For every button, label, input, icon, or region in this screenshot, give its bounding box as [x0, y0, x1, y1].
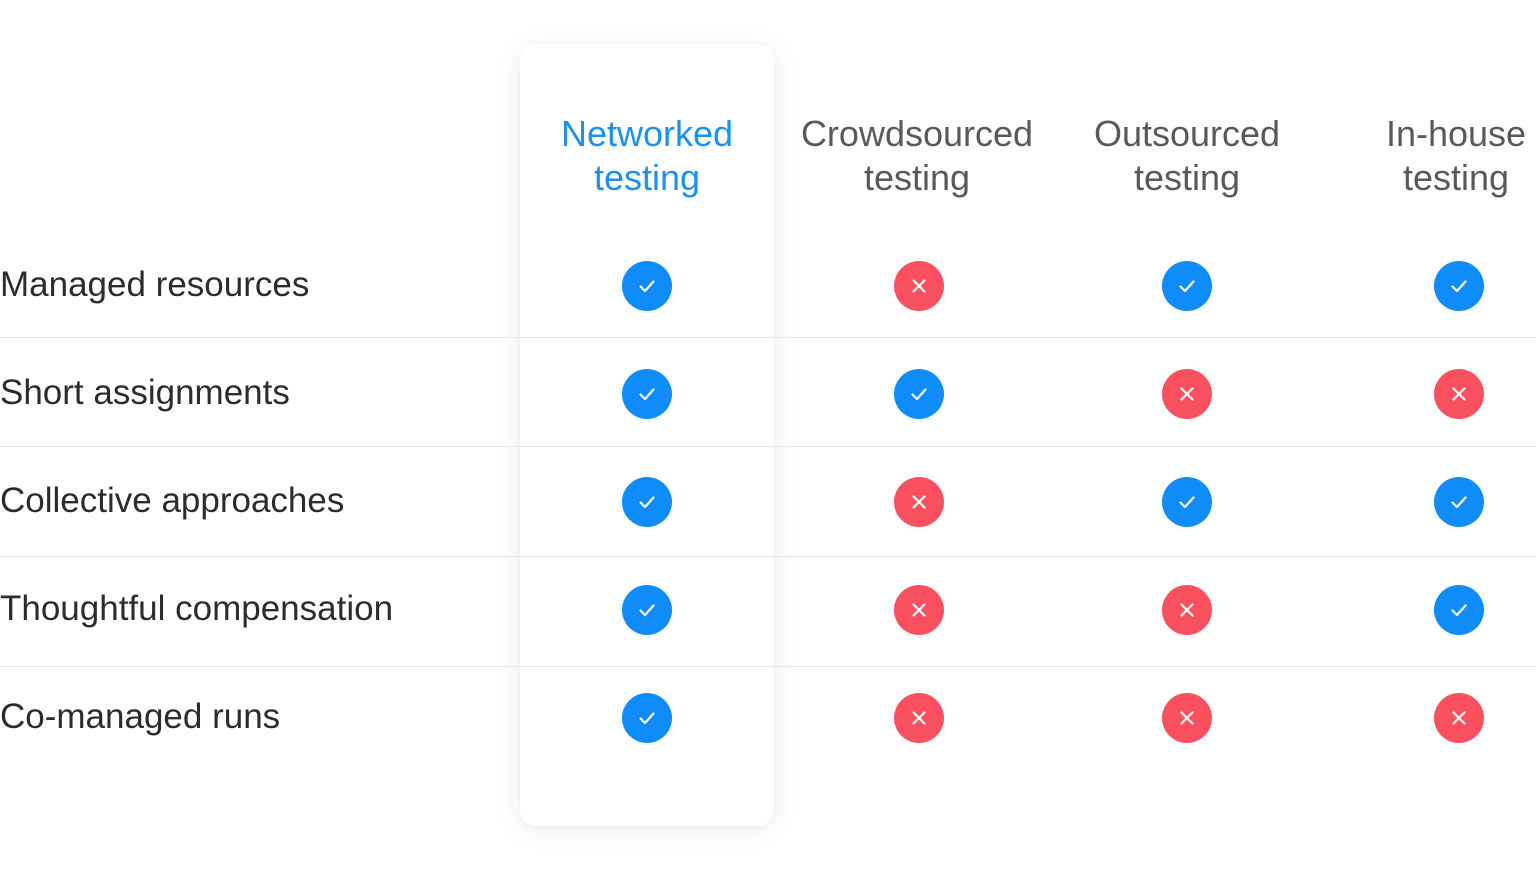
checkmark-icon: [622, 261, 672, 311]
table-row: Short assignments: [0, 343, 1536, 451]
column-header-line: Crowdsourced: [800, 113, 1034, 154]
table-row: Managed resources: [0, 235, 1536, 343]
row-divider: [0, 337, 1536, 338]
row-label: Short assignments: [0, 373, 290, 412]
cross-icon: [1434, 693, 1484, 743]
column-header-line: testing: [1402, 157, 1510, 198]
column-header-line: Outsourced: [1093, 113, 1281, 154]
checkmark-icon: [1434, 477, 1484, 527]
column-header-outsourced: Outsourced testing: [1047, 112, 1327, 200]
row-divider: [0, 446, 1536, 447]
column-header-line: testing: [1133, 157, 1241, 198]
column-header-crowdsourced: Crowdsourced testing: [777, 112, 1057, 200]
row-divider: [0, 556, 1536, 557]
checkmark-icon: [622, 477, 672, 527]
cross-icon: [894, 477, 944, 527]
cross-icon: [1162, 585, 1212, 635]
checkmark-icon: [1434, 585, 1484, 635]
checkmark-icon: [622, 693, 672, 743]
checkmark-icon: [1162, 477, 1212, 527]
cross-icon: [894, 585, 944, 635]
row-label: Collective approaches: [0, 481, 345, 520]
table-row: Thoughtful compensation: [0, 559, 1536, 667]
cross-icon: [894, 693, 944, 743]
column-header-in-house: In-house testing: [1316, 112, 1536, 200]
cross-icon: [1162, 693, 1212, 743]
checkmark-icon: [622, 585, 672, 635]
checkmark-icon: [894, 369, 944, 419]
table-row: Collective approaches: [0, 451, 1536, 559]
checkmark-icon: [1162, 261, 1212, 311]
row-label: Co-managed runs: [0, 697, 281, 736]
checkmark-icon: [1434, 261, 1484, 311]
cross-icon: [894, 261, 944, 311]
column-header-line: testing: [863, 157, 971, 198]
cross-icon: [1434, 369, 1484, 419]
column-header-networked: Networked testing: [507, 112, 787, 200]
column-header-line: In-house: [1385, 113, 1527, 154]
cross-icon: [1162, 369, 1212, 419]
table-row: Co-managed runs: [0, 667, 1536, 775]
column-header-line: Networked: [560, 113, 734, 154]
row-label: Thoughtful compensation: [0, 589, 394, 628]
row-label: Managed resources: [0, 265, 310, 304]
checkmark-icon: [622, 369, 672, 419]
column-header-line: testing: [593, 157, 701, 198]
row-divider: [0, 666, 1536, 667]
